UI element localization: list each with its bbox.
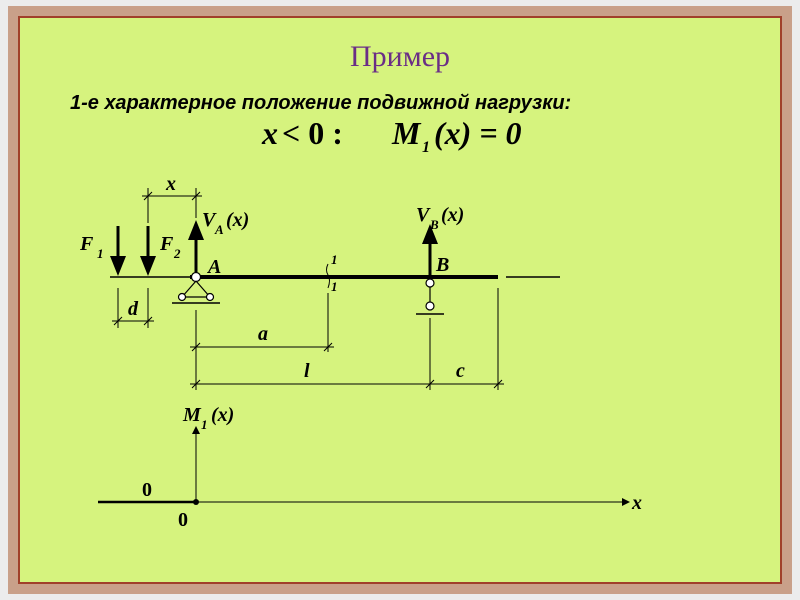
plot-y-label-sub: 1 bbox=[201, 417, 208, 432]
dimension-l-label: l bbox=[304, 360, 310, 382]
slide-frame: Пример 1-е характерное положение подвижн… bbox=[8, 6, 792, 594]
reaction-va-arrow bbox=[188, 220, 204, 240]
reaction-vb-arrow bbox=[422, 224, 438, 244]
force-f1-sub: 1 bbox=[97, 246, 104, 261]
plot-y-label-arg: (x) bbox=[211, 404, 234, 426]
reaction-va-sub: A bbox=[214, 222, 224, 237]
support-b: B bbox=[416, 254, 449, 315]
dimension-c-label: c bbox=[456, 360, 465, 382]
dimensions bbox=[112, 188, 504, 390]
force-f1-label: F bbox=[79, 233, 94, 255]
section-mark bbox=[326, 263, 330, 289]
reaction-vb-arg: (x) bbox=[441, 204, 464, 226]
plot-origin-label: 0 bbox=[178, 509, 188, 531]
force-f2-sub: 2 bbox=[173, 246, 181, 261]
plot-value-left: 0 bbox=[142, 479, 152, 501]
forces: F 1 F 2 V A (x) V B (x) bbox=[79, 204, 464, 277]
force-f2-arrow bbox=[140, 256, 156, 276]
formula-condition-rel: < 0 : bbox=[282, 115, 343, 151]
formula: x < 0 : M 1 (x) = 0 bbox=[261, 115, 522, 156]
formula-m-arg: (x) = 0 bbox=[434, 115, 522, 151]
slide-content: Пример 1-е характерное положение подвижн… bbox=[18, 16, 782, 584]
reaction-vb-sub: B bbox=[429, 217, 439, 232]
dimension-d-label: d bbox=[128, 298, 139, 320]
dimension-a-label: a bbox=[258, 323, 268, 345]
formula-condition-var: x bbox=[261, 115, 278, 151]
reaction-va-arg: (x) bbox=[226, 209, 249, 231]
force-f2-label: F bbox=[159, 233, 174, 255]
formula-m-sub: 1 bbox=[422, 139, 430, 156]
support-b-label: B bbox=[435, 254, 449, 276]
plot-origin-dot bbox=[193, 499, 199, 505]
reaction-va-label: V bbox=[202, 209, 217, 231]
section-label-top: 1 bbox=[331, 252, 338, 267]
dimension-x-label: x bbox=[165, 173, 176, 195]
force-f1-arrow bbox=[110, 256, 126, 276]
plot-x-label: x bbox=[631, 492, 642, 514]
subtitle: 1-е характерное положение подвижной нагр… bbox=[70, 92, 572, 114]
reaction-vb-label: V bbox=[416, 204, 431, 226]
beam: 1 1 bbox=[110, 252, 560, 294]
moment-plot: M 1 (x) x 0 0 bbox=[98, 404, 642, 531]
support-a: A bbox=[172, 256, 221, 304]
section-label-bottom: 1 bbox=[331, 279, 338, 294]
formula-m-symbol: M bbox=[391, 115, 422, 151]
support-a-label: A bbox=[206, 256, 221, 278]
plot-y-label: M bbox=[182, 404, 202, 426]
page-title: Пример bbox=[349, 40, 451, 73]
beam-diagram: x < 0 : M 1 (x) = 0 1 1 bbox=[79, 115, 642, 531]
